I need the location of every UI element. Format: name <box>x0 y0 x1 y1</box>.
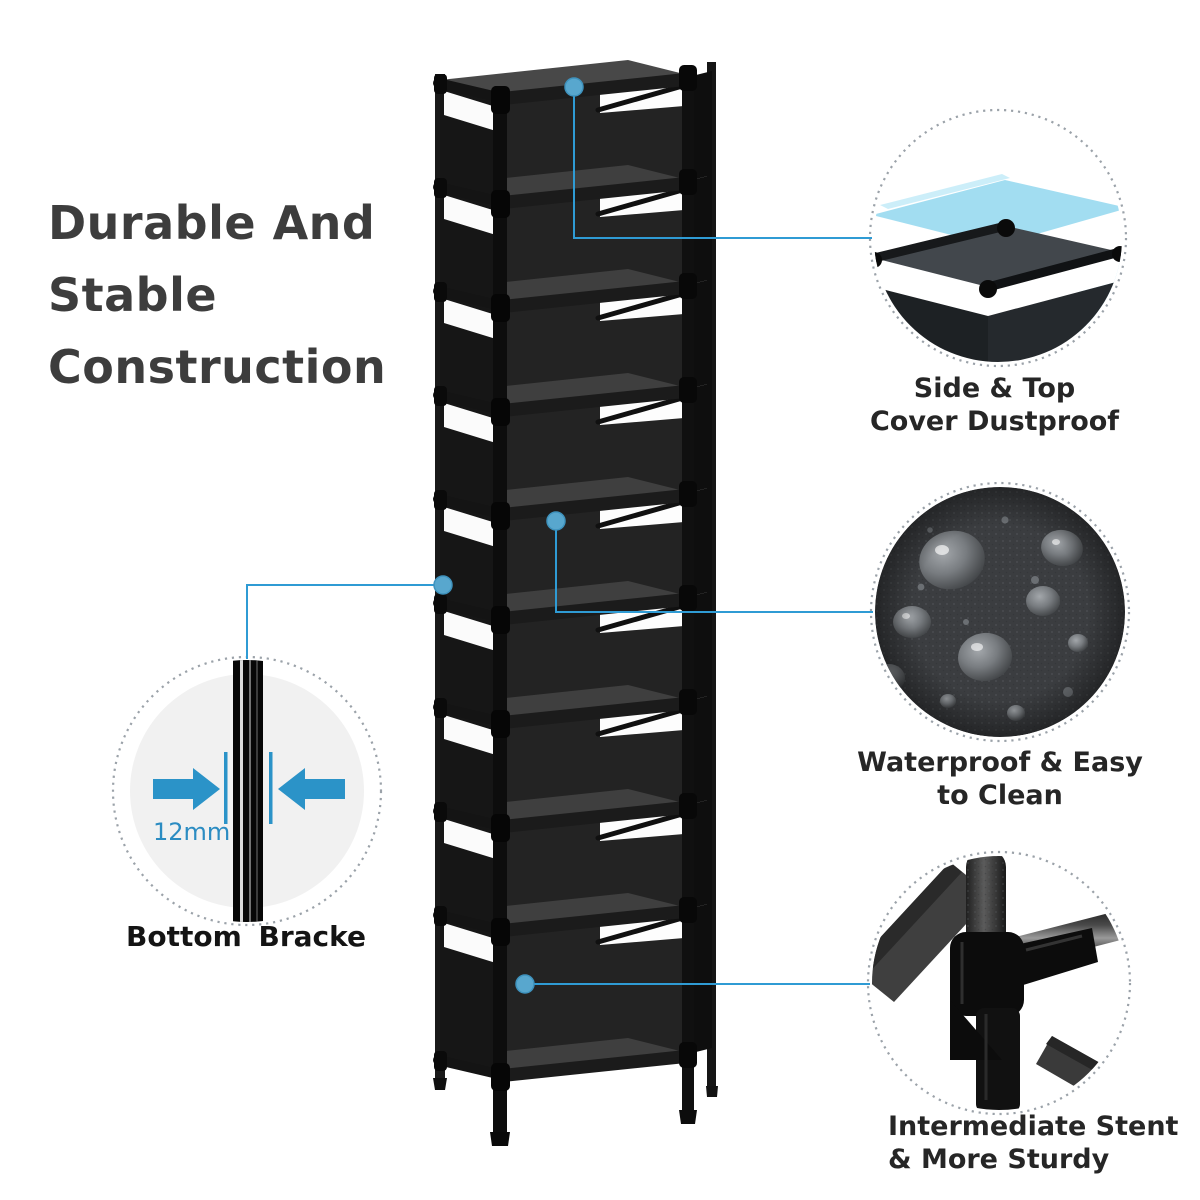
shoe-rack-illustration <box>433 60 718 1146</box>
dustproof-label-line2: Cover Dustproof <box>869 406 1120 438</box>
callout-leader-lines <box>246 77 873 994</box>
waterproof-detail-illustration <box>875 487 1125 737</box>
page-title: Durable And Stable Construction <box>48 196 387 394</box>
stent-label: Intermediate Stent & More Sturdy <box>888 1110 1198 1177</box>
stent-detail-illustration <box>872 856 1126 1110</box>
waterproof-label-line1: Waterproof & Easy <box>857 747 1143 778</box>
dustproof-circle-ring <box>868 108 1128 368</box>
dustproof-detail-illustration <box>874 114 1122 362</box>
stent-label-line2: & More Sturdy <box>888 1144 1110 1176</box>
pole-diameter-value: 12mm <box>153 818 231 846</box>
dustproof-label-line1: Side & Top <box>913 373 1076 404</box>
stent-circle-ring <box>866 850 1132 1116</box>
arrow-right-icon <box>153 768 220 810</box>
waterproof-label-line2: to Clean <box>937 780 1063 812</box>
arrow-left-icon <box>278 768 345 810</box>
bracket-label: Bottom Bracke <box>125 920 366 953</box>
stent-label-line1: Intermediate Stent <box>888 1111 1179 1142</box>
dustproof-label: Side & Top Cover Dustproof <box>822 372 1167 439</box>
waterproof-label: Waterproof & Easy to Clean <box>810 746 1190 813</box>
bracket-detail-illustration <box>130 660 364 922</box>
waterproof-circle-ring <box>869 481 1131 743</box>
